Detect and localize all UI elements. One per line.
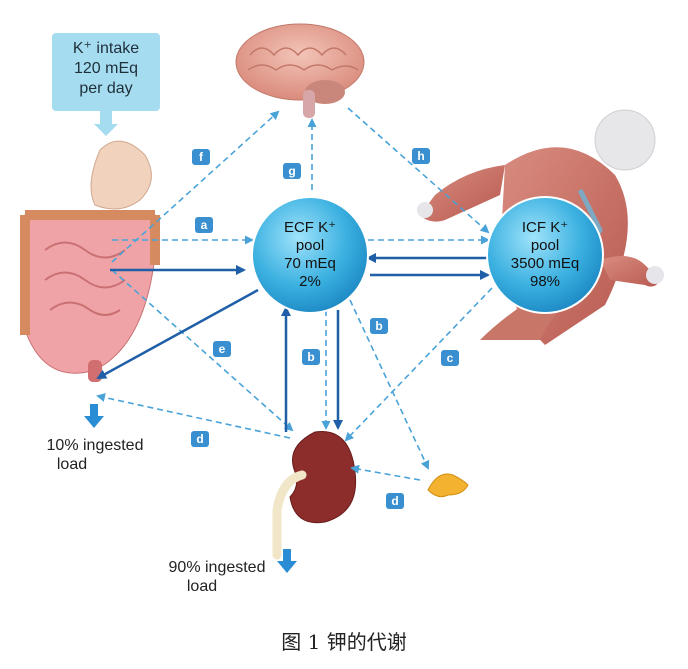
icf-line-1: ICF K⁺ bbox=[521, 219, 569, 236]
pathway-tag-c: c bbox=[441, 350, 459, 366]
icf-pool-label: ICF K⁺ pool 3500 mEq 98% bbox=[492, 219, 598, 291]
intake-box: K⁺ intake 120 mEq per day bbox=[52, 33, 160, 111]
kidney-output-label: 90% ingested load bbox=[152, 558, 282, 596]
intake-arrow bbox=[94, 111, 118, 136]
pancreas-illustration bbox=[427, 473, 469, 498]
icf-pool-circle bbox=[486, 196, 604, 314]
intake-line-2: 120 mEq bbox=[73, 60, 139, 77]
ecf-line-4: 2% bbox=[299, 273, 321, 290]
pathway-tag-f: f bbox=[192, 149, 210, 165]
pathway-tag-a: a bbox=[195, 217, 213, 233]
gut-output-label: 10% ingested load bbox=[30, 436, 160, 474]
pathway-tag-b-left: b bbox=[302, 349, 320, 365]
kidney-illustration bbox=[272, 431, 357, 560]
pathway-tag-e: e bbox=[213, 341, 231, 357]
brain-illustration bbox=[235, 23, 365, 118]
kidney-output-line-1: 90% ingested bbox=[168, 559, 266, 576]
gut-output-line-1: 10% ingested bbox=[46, 437, 144, 454]
solid-pathways bbox=[96, 253, 490, 432]
digestive-tract-illustration bbox=[20, 140, 160, 382]
pathway-tag-h: h bbox=[412, 148, 430, 164]
kidney-output-line-2: load bbox=[186, 578, 218, 595]
dashed-pathways bbox=[96, 107, 493, 481]
pathway-tag-b-right: b bbox=[370, 318, 388, 334]
icf-line-2: pool bbox=[530, 237, 560, 254]
intake-line-1: K⁺ intake bbox=[72, 40, 140, 57]
figure-caption: 图 1 钾的代谢 bbox=[281, 630, 407, 654]
excretion-arrows bbox=[84, 404, 297, 573]
ecf-line-3: 70 mEq bbox=[284, 255, 336, 272]
pathway-tag-d-left: d bbox=[191, 431, 209, 447]
ecf-line-2: pool bbox=[295, 237, 325, 254]
ecf-pool-label: ECF K⁺ pool 70 mEq 2% bbox=[262, 219, 358, 291]
gut-output-line-2: load bbox=[56, 456, 88, 473]
ecf-line-1: ECF K⁺ bbox=[283, 219, 337, 236]
ecf-pool-circle bbox=[251, 196, 369, 314]
pathway-tag-g: g bbox=[283, 163, 301, 179]
intake-line-3: per day bbox=[79, 80, 133, 97]
pathway-tag-d-right: d bbox=[386, 493, 404, 509]
icf-line-4: 98% bbox=[529, 273, 561, 290]
icf-line-3: 3500 mEq bbox=[510, 255, 580, 272]
